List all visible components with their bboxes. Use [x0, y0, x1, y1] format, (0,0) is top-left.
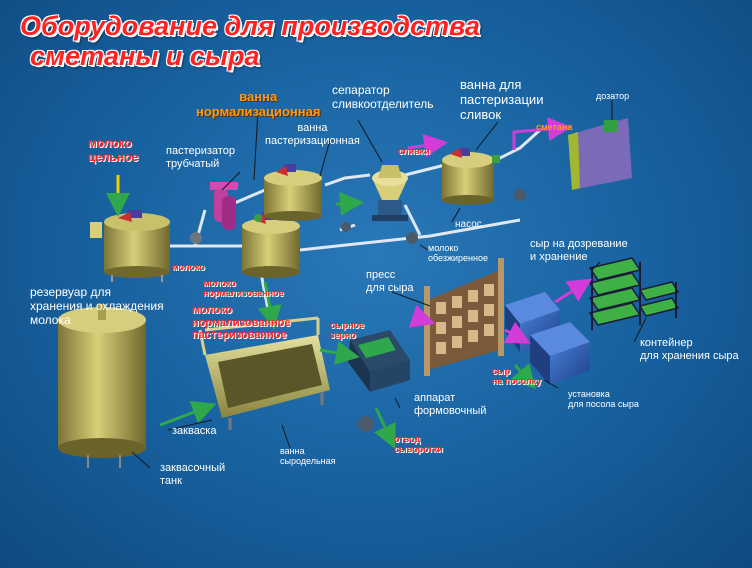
label-to-salting: сыр на посолку — [492, 366, 542, 387]
label-cheese-grain: сырное зерно — [330, 320, 365, 341]
label-milk-normalized: молоко нормализованное — [203, 278, 284, 299]
label-container: контейнер для хранения сыра — [640, 337, 739, 362]
pumps — [341, 189, 526, 244]
pasteurization-bath — [264, 164, 322, 221]
label-milk: молоко — [172, 262, 205, 272]
label-salting-unit: установка для посола сыра — [568, 389, 639, 410]
normalization-bath — [242, 212, 300, 278]
label-dozer: дозатор — [596, 91, 630, 101]
label-cream: сливки — [398, 146, 430, 156]
label-ripening: сыр на дозревание и хранение — [530, 238, 628, 263]
label-whole-milk: молоко цельное — [88, 136, 139, 164]
label-molding: аппарат формовочный — [414, 392, 487, 417]
label-cheese-vat: ванна сыродельная — [280, 446, 336, 467]
cream-pasteurization-bath — [442, 148, 500, 205]
label-pump: насос — [455, 219, 482, 230]
storage-tank-small — [90, 210, 170, 282]
title-line-2: сметаны и сыра — [30, 41, 260, 71]
tube-pasteurizer — [190, 182, 238, 244]
label-cheese-press: пресс для сыра — [366, 269, 414, 294]
ripening-containers — [588, 257, 680, 330]
label-sour-cream: сметана — [536, 122, 573, 132]
label-milk-norm-past: молоко нормализованное пастеризованное — [192, 304, 291, 342]
label-tube-pasteurizer: пастеризатор трубчатый — [166, 145, 235, 170]
label-cream-past-bath: ванна для пастеризации сливок — [460, 77, 544, 122]
cheese-vat — [198, 316, 330, 430]
label-whey-drain: отвод сыворотки — [394, 434, 443, 455]
label-norm-bath: ванна нормализационная — [196, 89, 321, 119]
label-skim-milk: молоко обезжиренное — [428, 243, 489, 264]
cream-separator — [372, 165, 408, 221]
cheese-press — [424, 258, 504, 376]
starter-tank — [58, 304, 146, 468]
leader-lines — [131, 100, 647, 469]
title-line-1: Оборудование для производства — [20, 11, 480, 41]
salting-unit — [505, 292, 590, 385]
label-past-bath: ванна пастеризационная — [265, 122, 360, 147]
dozer — [568, 118, 632, 190]
label-starter: закваска — [172, 425, 217, 437]
flow-arrows — [106, 117, 593, 449]
label-separator: сепаратор сливкоотделитель — [332, 83, 434, 111]
label-storage-tank: резервуар для хранения и охлаждения моло… — [30, 285, 164, 327]
label-starter-tank: заквасочный танк — [160, 462, 226, 487]
